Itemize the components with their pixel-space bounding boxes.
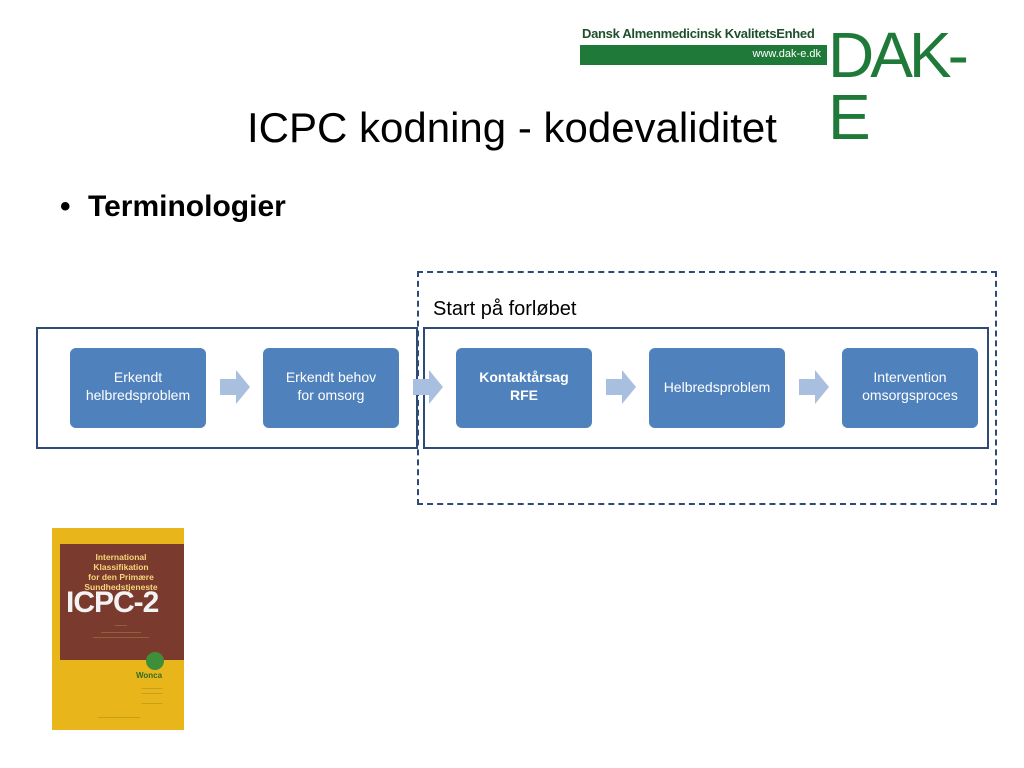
book-title-line: International bbox=[95, 552, 147, 562]
book-title-line: Klassifikation bbox=[93, 562, 149, 572]
process-box-line2: helbredsproblem bbox=[85, 387, 191, 403]
process-box-line2: omsorgsproces bbox=[862, 387, 958, 403]
book-fine-print: —————— bbox=[141, 691, 163, 695]
logo-url: www.dak-e.dk bbox=[752, 48, 821, 60]
slide-title: ICPC kodning - kodevaliditet bbox=[247, 104, 777, 151]
book-publisher: Wonca bbox=[136, 671, 163, 680]
bullet-text: Terminologier bbox=[88, 190, 286, 223]
book-cover-band bbox=[60, 544, 184, 660]
book-fine-print: —————— bbox=[141, 686, 163, 690]
process-box-line2: RFE bbox=[510, 387, 538, 403]
logo-mark: DAK-E bbox=[828, 19, 969, 153]
process-box-line1: Helbredsproblem bbox=[663, 379, 771, 395]
process-box-5: Intervention omsorgsproces bbox=[842, 348, 978, 428]
book-code: ICPC-2 bbox=[66, 586, 159, 619]
bullet-dot-icon: • bbox=[60, 190, 71, 223]
icpc-2-book-cover: International Klassifikation for den Pri… bbox=[52, 528, 184, 730]
book-fine-print: —————————————— bbox=[93, 634, 149, 639]
book-fine-print: —————— bbox=[141, 701, 163, 705]
dak-e-logo: Dansk Almenmedicinsk KvalitetsEnhed www.… bbox=[580, 23, 1000, 149]
book-title-line: Sundhedstjeneste bbox=[84, 582, 158, 592]
start-label: Start på forløbet bbox=[433, 298, 577, 320]
process-box-line2: for omsorg bbox=[297, 387, 365, 403]
right-arrow-icon bbox=[413, 370, 443, 404]
process-box-4: Helbredsproblem bbox=[649, 348, 785, 428]
right-arrow-icon bbox=[606, 370, 636, 404]
book-fine-print: ——— bbox=[115, 622, 127, 627]
process-box-1: Erkendt helbredsproblem bbox=[70, 348, 206, 428]
process-box-line1: Intervention bbox=[873, 369, 947, 385]
book-fine-print: —————————— bbox=[101, 629, 141, 634]
process-box-2: Erkendt behov for omsorg bbox=[263, 348, 399, 428]
process-box-line1: Kontaktårsag bbox=[479, 369, 569, 385]
book-title-line: for den Primære bbox=[88, 572, 154, 582]
bullet-item: • Terminologier bbox=[60, 190, 286, 224]
logo-url-bar: www.dak-e.dk bbox=[580, 45, 827, 65]
process-box-line1: Erkendt behov bbox=[285, 369, 377, 385]
right-arrow-icon bbox=[799, 370, 829, 404]
logo-organization-name: Dansk Almenmedicinsk KvalitetsEnhed bbox=[582, 26, 815, 41]
right-arrow-icon bbox=[220, 370, 250, 404]
process-box-line1: Erkendt bbox=[113, 369, 163, 385]
wonca-globe-icon bbox=[146, 652, 164, 670]
book-fine-print: ———————————— bbox=[98, 715, 140, 719]
process-box-3: Kontaktårsag RFE bbox=[456, 348, 592, 428]
